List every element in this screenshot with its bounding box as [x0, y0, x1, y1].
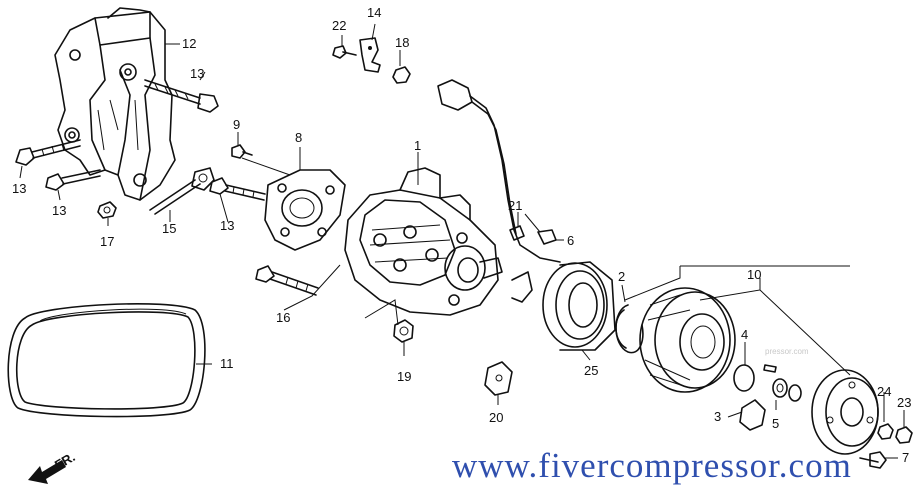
- callout-23: 23: [897, 395, 911, 410]
- callout-2: 2: [618, 269, 625, 284]
- callout-15: 15: [162, 221, 176, 236]
- snap-ring-4: [733, 364, 755, 392]
- callout-12: 12: [182, 36, 196, 51]
- callout-18: 18: [395, 35, 409, 50]
- bolt-9: [231, 144, 253, 159]
- drive-belt-11: [7, 303, 206, 418]
- callout-13-upper: 13: [190, 66, 204, 81]
- nut-17: [97, 201, 117, 219]
- callout-16: 16: [276, 310, 290, 325]
- bracket-20: [484, 361, 513, 396]
- callout-5: 5: [772, 416, 779, 431]
- callout-21: 21: [508, 198, 522, 213]
- shim-5: [772, 378, 802, 402]
- callout-6: 6: [567, 233, 574, 248]
- bolt-7: [859, 451, 887, 469]
- compressor-body: [344, 167, 503, 316]
- mounting-bracket: [54, 7, 176, 201]
- callout-13-center: 13: [220, 218, 234, 233]
- callout-25: 25: [584, 363, 598, 378]
- shim-3: [739, 399, 766, 431]
- faint-watermark: pressor.com: [765, 347, 809, 356]
- bolt-13-left: [15, 139, 81, 166]
- callout-3: 3: [714, 409, 721, 424]
- clip-21: [509, 225, 525, 241]
- nut-18: [392, 66, 411, 84]
- wire-clip: [511, 271, 533, 303]
- leader-lines: [19, 23, 905, 459]
- pulley-10: [639, 287, 736, 393]
- callout-24: 24: [877, 384, 891, 399]
- callout-7: 7: [902, 450, 909, 465]
- callout-1: 1: [414, 138, 421, 153]
- callout-19: 19: [397, 369, 411, 384]
- nut-23: [895, 426, 913, 444]
- rear-cover-8: [264, 169, 346, 251]
- through-bolt-16: [255, 265, 319, 296]
- bolt-13-lower: [45, 169, 101, 191]
- adjusting-bolt-15: [149, 167, 215, 215]
- clip-6: [537, 229, 557, 245]
- callout-8: 8: [295, 130, 302, 145]
- callout-17: 17: [100, 234, 114, 249]
- callout-11: 11: [220, 356, 234, 371]
- callout-22: 22: [332, 18, 346, 33]
- callout-13-left: 13: [12, 181, 26, 196]
- callout-14: 14: [367, 5, 381, 20]
- callout-10: 10: [747, 267, 761, 282]
- bolt-22: [332, 45, 357, 59]
- site-watermark: www.fivercompressor.com: [452, 446, 852, 485]
- snap-ring-2: [615, 304, 644, 354]
- callout-4: 4: [741, 327, 748, 342]
- field-coil-25: [542, 261, 616, 351]
- callout-13-lower: 13: [52, 203, 66, 218]
- callout-20: 20: [489, 410, 503, 425]
- callout-labels: 1 2 3 4 5 6 7 8 9 10 11 12 13 13 13 13 1…: [12, 5, 911, 465]
- bracket-14: [359, 37, 381, 73]
- front-direction-arrow: [28, 460, 66, 484]
- bolt-13-center: [209, 177, 266, 201]
- nut-24: [877, 423, 894, 440]
- clutch-connector-wire: [437, 79, 561, 263]
- callout-9: 9: [233, 117, 240, 132]
- nut-19: [393, 319, 414, 343]
- bolt-13-upper: [144, 79, 219, 113]
- key-pin: [763, 364, 777, 373]
- armature-plate: [811, 369, 879, 455]
